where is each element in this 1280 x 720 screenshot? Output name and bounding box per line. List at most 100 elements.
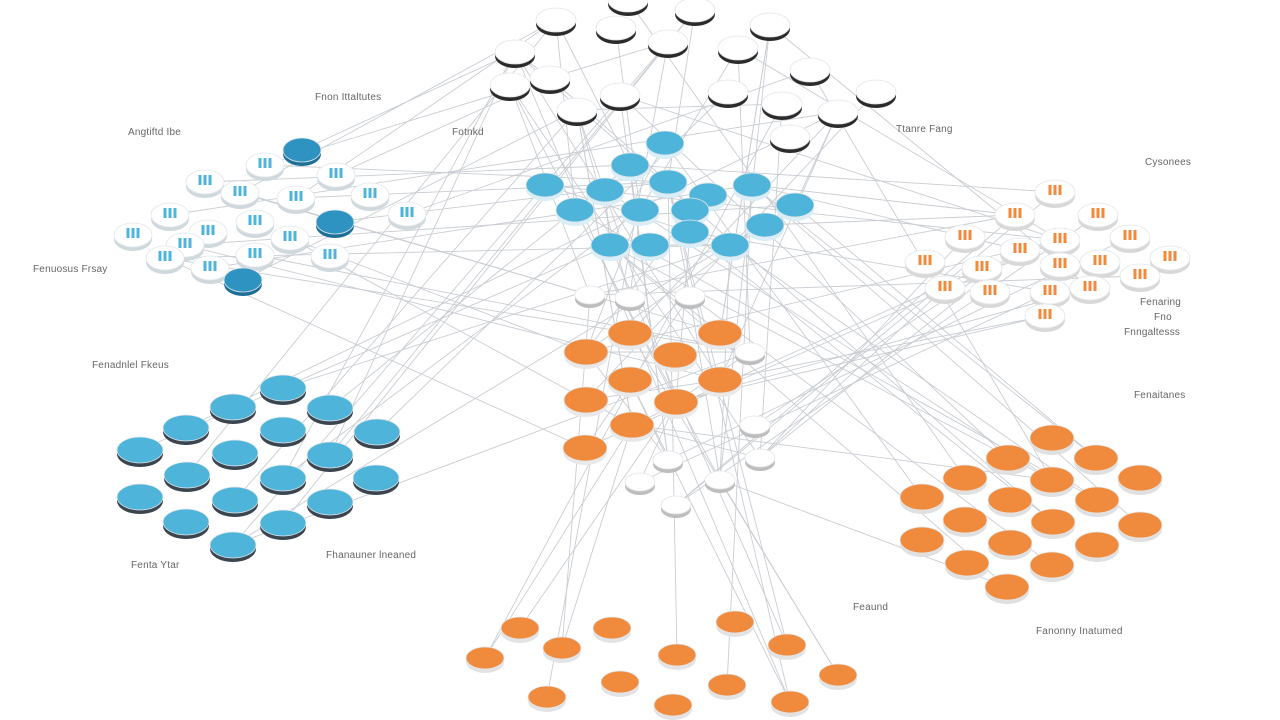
connection-edge [675, 214, 1016, 506]
connection-edge [301, 51, 516, 151]
orange-icon-node [1069, 275, 1111, 304]
orange-node [899, 526, 945, 557]
connection-edge [639, 291, 1051, 483]
connection-edge [759, 287, 946, 459]
orange-cube-node [592, 616, 632, 643]
connection-edge [329, 9, 696, 456]
connection-edge [585, 209, 641, 353]
blue-node [211, 439, 259, 470]
connection-edge [751, 184, 1016, 216]
connection-edge [514, 51, 1054, 523]
blue-icon-node [276, 185, 316, 214]
orange-node [944, 549, 990, 580]
connection-edge [794, 204, 1097, 459]
orange-cube-node [818, 663, 858, 690]
white-node [607, 0, 649, 16]
orange-icon-node [999, 237, 1041, 266]
connection-edge [232, 204, 796, 546]
orange-node [942, 506, 988, 537]
white-small-node [704, 470, 736, 493]
connection-edge [509, 84, 761, 459]
cluster-label-right: Cysonees [1145, 157, 1192, 168]
white-small-node [652, 450, 684, 473]
connection-edge [675, 191, 1056, 506]
connection-edge [726, 184, 753, 686]
blue-funnel-node [670, 197, 710, 226]
blue-node [162, 508, 210, 539]
cluster-label-right-2: Fenaring [1140, 297, 1182, 308]
orange-icon-node [1079, 249, 1121, 278]
connection-edge [519, 401, 677, 629]
blue-funnel-node [670, 219, 710, 248]
white-node [489, 72, 531, 101]
cluster-label-mid-right: Fenaitanes [1134, 390, 1186, 401]
blue-node [223, 267, 263, 296]
blue-funnel-node [745, 212, 785, 241]
connection-edge [629, 164, 1056, 193]
white-node [761, 91, 803, 120]
orange-node [1074, 486, 1120, 517]
orange-node [697, 319, 743, 350]
blue-node [306, 441, 354, 472]
connection-edge [585, 351, 669, 461]
blue-funnel-node [610, 152, 650, 181]
orange-node [1117, 511, 1163, 542]
orange-cube-node [500, 616, 540, 643]
connection-edge [729, 244, 1098, 501]
blue-icon-node [220, 180, 260, 209]
blue-funnel-node [620, 197, 660, 226]
white-small-node [624, 472, 656, 495]
connection-edge [282, 209, 641, 479]
orange-cube-node [465, 646, 505, 673]
cluster-label-mid-left: Fenadnlel Fkeus [92, 360, 169, 371]
white-node [674, 0, 716, 26]
orange-icon-node [1024, 303, 1066, 332]
orange-node [697, 366, 743, 397]
cluster-label-top-right: Ttanre Fang [896, 124, 953, 135]
edge-layer [139, 0, 1141, 703]
orange-cube-node [657, 643, 697, 670]
cluster-label-top: Fnon Ittaltutes [315, 92, 382, 103]
blue-icon-node [310, 243, 350, 272]
orange-node [987, 486, 1033, 517]
white-node [817, 99, 859, 128]
white-node [855, 79, 897, 108]
blue-node [162, 414, 210, 445]
blue-icon-node [387, 201, 427, 230]
orange-cube-node [767, 633, 807, 660]
orange-icon-node [1109, 224, 1151, 253]
orange-icon-node [969, 279, 1011, 308]
white-node [535, 7, 577, 36]
blue-node [116, 483, 164, 514]
blue-icon-node [245, 152, 285, 181]
white-node [599, 82, 641, 111]
cluster-label-center-top: Fotnkd [452, 127, 484, 138]
blue-node [353, 418, 401, 449]
blue-icon-node [185, 169, 225, 198]
white-node [595, 15, 637, 44]
blue-node [259, 416, 307, 447]
connection-edge [589, 214, 1016, 296]
connection-edge [561, 424, 633, 649]
blue-funnel-node [630, 232, 670, 261]
connection-edge [719, 315, 1046, 381]
blue-funnel-node [648, 169, 688, 198]
white-node [556, 97, 598, 126]
blue-funnel-node [645, 130, 685, 159]
blue-node [259, 509, 307, 540]
connection-edge [764, 214, 1016, 226]
blue-icon-node [270, 225, 310, 254]
blue-icon-node [350, 182, 390, 211]
blue-node [306, 488, 354, 519]
connection-edge [629, 332, 839, 676]
connection-edge [619, 94, 1061, 241]
orange-icon-node [1119, 263, 1161, 292]
orange-icon-node [944, 224, 986, 253]
blue-icon-node [113, 222, 153, 251]
white-node [749, 12, 791, 41]
cluster-label-right-3: Fno [1154, 312, 1172, 323]
orange-node [653, 388, 699, 419]
connection-edge [329, 51, 516, 456]
connection-edge [609, 244, 721, 334]
